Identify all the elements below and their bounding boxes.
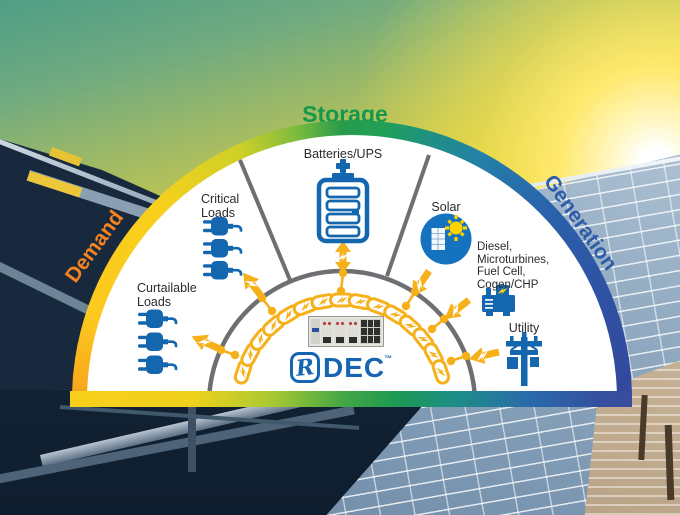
distributed-generation-label: Diesel, Microturbines, Fuel Cell, Cogen/… (477, 241, 572, 291)
utility-label: Utility (508, 321, 540, 335)
utility-pole-icon (506, 332, 542, 386)
storage-bidirectional-arrow (335, 241, 351, 273)
controller-breakers (360, 319, 381, 344)
dg-label-line4: Cogen/CHP (477, 278, 539, 291)
logo-dec-text: DEC (323, 351, 386, 383)
logo-r-letter: R (294, 353, 316, 382)
critical-loads-label: Critical Loads (201, 192, 239, 220)
curtailable-loads-plug-icons (136, 308, 178, 376)
dome-base-gradient-bar (70, 391, 632, 407)
logo-r-badge: R (290, 352, 320, 383)
solar-label: Solar (431, 200, 461, 214)
support-post (188, 402, 196, 472)
dg-label-line1: Diesel, (477, 241, 513, 253)
curtailable-loads-label-line1: Curtailable (137, 281, 197, 295)
battery-icon (316, 159, 370, 244)
generation-flow-arrow-utility (467, 344, 501, 368)
controller-module (311, 319, 320, 344)
dec-logo: R DEC ™ (290, 352, 393, 383)
batteries-ups-label: Batteries/UPS (303, 147, 383, 161)
microgrid-controller-photo (308, 316, 384, 347)
critical-loads-plug-icons (201, 215, 243, 281)
controller-module (347, 319, 359, 344)
dg-label-line3: Fuel Cell, (477, 266, 526, 278)
dg-label-line2: Microturbines, (477, 253, 550, 266)
energy-chain (233, 292, 451, 385)
curtailable-loads-label: Curtailable Loads (137, 281, 197, 309)
connector-dots (216, 268, 471, 366)
controller-module (334, 319, 346, 344)
logo-trademark: ™ (384, 354, 393, 363)
solar-icon (420, 213, 472, 265)
critical-loads-label-line1: Critical (201, 192, 240, 206)
critical-loads-label-line2: Loads (201, 206, 236, 220)
chain-link (431, 359, 451, 385)
curtailable-loads-label-line2: Loads (137, 295, 172, 309)
sector-dividers (238, 154, 431, 281)
controller-module (321, 319, 333, 344)
generator-icon (482, 285, 515, 316)
